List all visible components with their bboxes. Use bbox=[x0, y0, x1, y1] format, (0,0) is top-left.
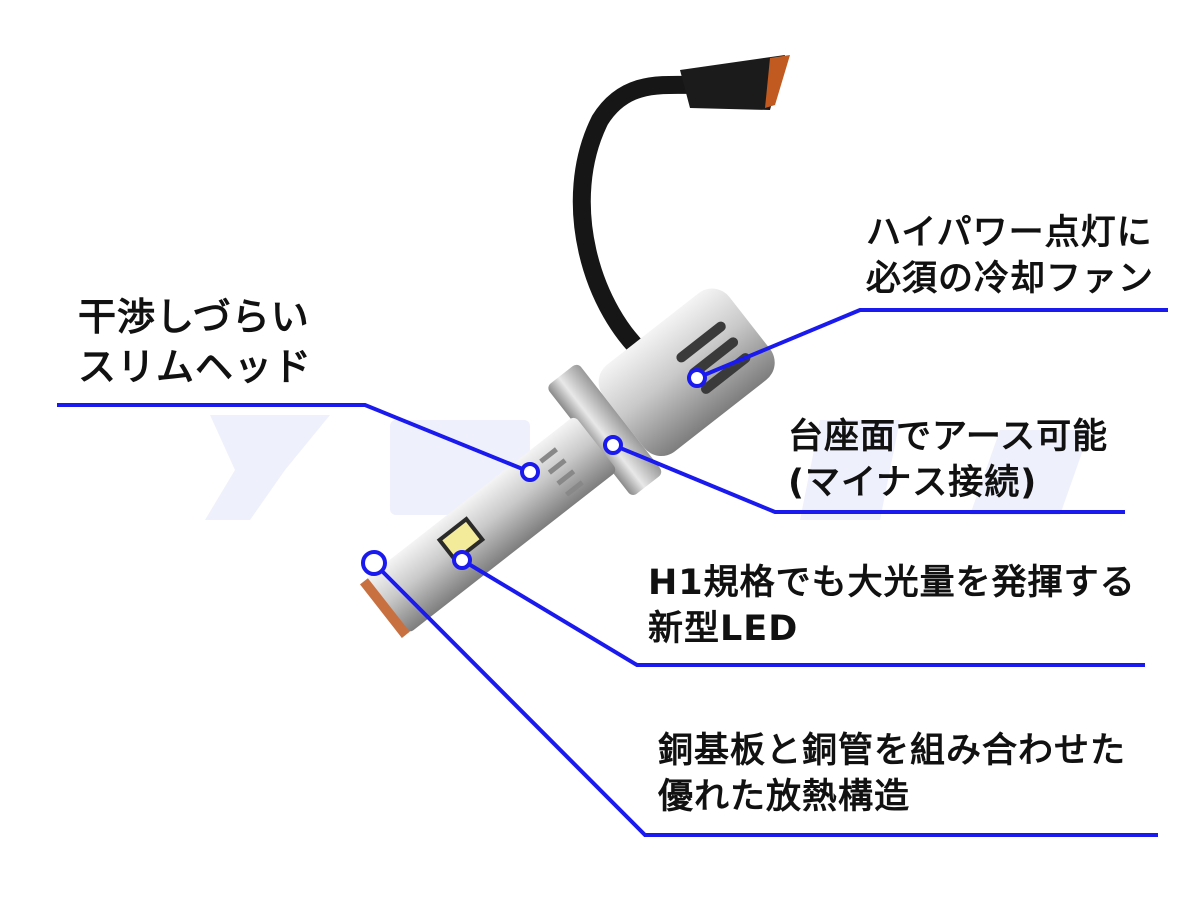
cable-connector bbox=[680, 55, 785, 110]
callout-line-ground bbox=[612, 443, 1125, 514]
callout-cooling-fan: ハイパワー点灯に 必須の冷却ファン bbox=[866, 210, 1154, 302]
callout-slim-head: 干渉しづらい スリムヘッド bbox=[78, 292, 312, 392]
marker-cooling-fan bbox=[687, 368, 707, 388]
callout-heat-structure: 銅基板と銅管を組み合わせた 優れた放熱構造 bbox=[658, 728, 1126, 820]
callout-cooling-fan-line2: 必須の冷却ファン bbox=[866, 259, 1155, 299]
callout-heat-line1: 銅基板と銅管を組み合わせた bbox=[658, 731, 1127, 771]
callout-line-led bbox=[460, 558, 1145, 667]
marker-led bbox=[452, 550, 472, 570]
callout-markers bbox=[361, 368, 707, 576]
callout-led: H1規格でも大光量を発揮する 新型LED bbox=[648, 560, 1136, 652]
callout-ground-line1: 台座面でアース可能 bbox=[788, 417, 1109, 457]
marker-ground bbox=[603, 435, 623, 455]
callout-line-cooling-fan bbox=[696, 308, 1168, 380]
marker-heat bbox=[361, 550, 387, 576]
callout-line-slim-head bbox=[57, 403, 531, 474]
callout-ground: 台座面でアース可能 (マイナス接続) bbox=[788, 414, 1108, 506]
callout-slim-head-line2: スリムヘッド bbox=[78, 345, 313, 389]
callout-heat-line2: 優れた放熱構造 bbox=[658, 777, 911, 817]
callout-led-line2: 新型LED bbox=[648, 609, 799, 649]
copper-tip bbox=[360, 578, 410, 638]
watermark bbox=[205, 415, 1090, 520]
callout-led-line1: H1規格でも大光量を発揮する bbox=[648, 563, 1136, 603]
power-cable bbox=[572, 75, 709, 369]
callout-ground-line2: (マイナス接続) bbox=[788, 463, 1038, 503]
heatsink-fan-housing bbox=[598, 288, 775, 456]
callout-line-heat bbox=[372, 561, 1158, 837]
callout-lines bbox=[57, 308, 1168, 837]
marker-slim-head bbox=[520, 462, 540, 482]
callout-cooling-fan-line1: ハイパワー点灯に bbox=[866, 213, 1153, 253]
callout-slim-head-line1: 干渉しづらい bbox=[78, 295, 310, 339]
mounting-flange bbox=[548, 364, 662, 495]
